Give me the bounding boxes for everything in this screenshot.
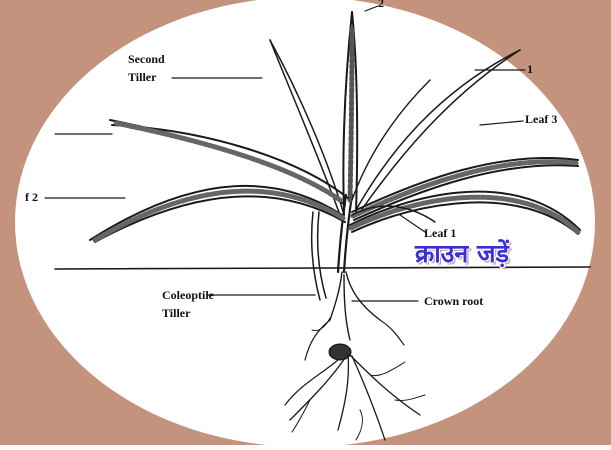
label-leaf-2-partial: f 2	[25, 191, 38, 204]
white-oval	[15, 0, 595, 445]
label-coleoptile-line1: Coleoptile	[162, 289, 214, 302]
label-right-partial: 1	[527, 63, 533, 76]
label-crown-root: Crown root	[424, 295, 483, 308]
label-second-tiller-line1: Second	[128, 53, 165, 66]
hindi-overlay-title: क्राउन जड़ें	[415, 236, 509, 270]
label-second-tiller-line2: Tiller	[128, 71, 156, 84]
label-top-partial: 2	[378, 0, 384, 10]
label-leaf-3: Leaf 3	[525, 113, 557, 126]
label-coleoptile-line2: Tiller	[162, 307, 190, 320]
